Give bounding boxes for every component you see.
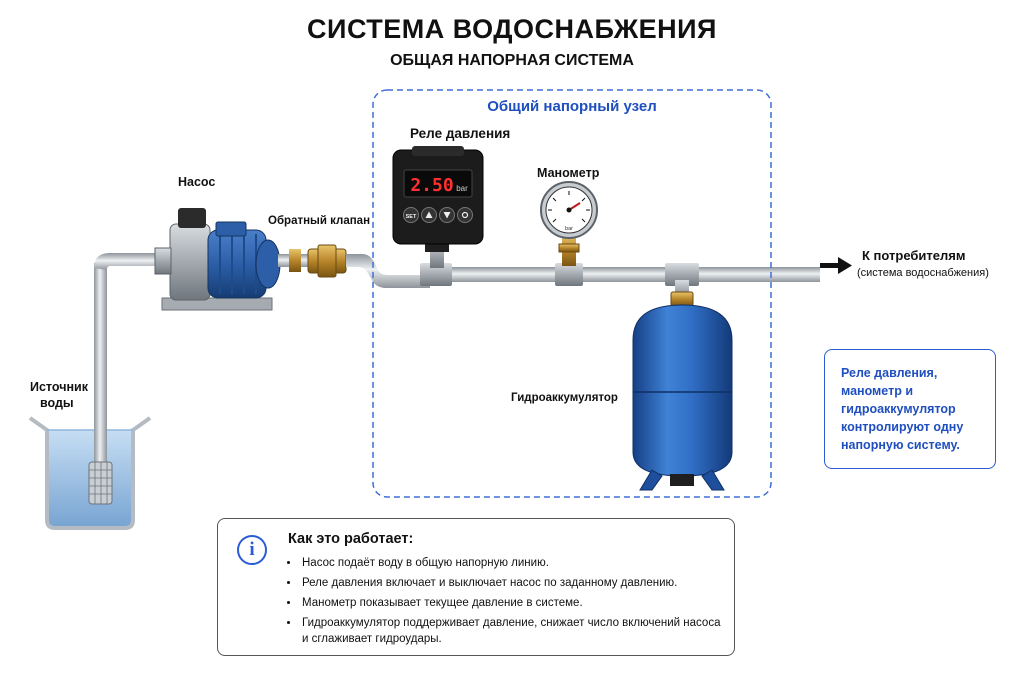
discharge-pipe <box>278 244 430 288</box>
info-item: Насос подаёт воду в общую напорную линию… <box>300 555 730 571</box>
info-item: Манометр показывает текущее давление в с… <box>300 595 730 611</box>
info-list: Насос подаёт воду в общую напорную линию… <box>286 555 730 651</box>
arrow-right-icon <box>820 257 852 274</box>
pressure-relay: 2.50 bar SET <box>392 146 484 268</box>
info-panel: i Как это работает: Насос подаёт воду в … <box>217 518 735 656</box>
pressure-node-outline <box>372 89 772 498</box>
main-pressure-line <box>420 263 820 286</box>
info-icon: i <box>237 535 267 565</box>
arrow-down-icon <box>443 212 451 219</box>
info-item: Гидроаккумулятор поддерживает давление, … <box>300 615 730 647</box>
water-source-label-line1: Источник <box>30 380 88 394</box>
water-source-label-line2: воды <box>40 396 74 410</box>
relay-display-unit: bar <box>456 184 468 193</box>
consumers-sublabel: (система водоснабжения) <box>857 267 989 279</box>
manometer-unit: bar <box>565 226 573 232</box>
hydro-accumulator <box>632 280 733 491</box>
relay-power-button <box>457 207 473 223</box>
info-item: Реле давления включает и выключает насос… <box>300 575 730 591</box>
relay-set-button-label: SET <box>406 214 417 220</box>
arrow-up-icon <box>425 211 433 218</box>
consumers-label: К потребителям <box>862 248 966 263</box>
suction-pipe <box>88 253 165 505</box>
pump <box>154 208 281 311</box>
page-subtitle: ОБЩАЯ НАПОРНАЯ СИСТЕМА <box>390 52 634 69</box>
manometer-label: Манометр <box>537 166 600 180</box>
power-icon <box>461 211 469 219</box>
pressure-node-title: Общий напорный узел <box>487 98 657 115</box>
pressure-relay-label: Реле давления <box>410 126 511 141</box>
info-title: Как это работает: <box>288 531 414 547</box>
accumulator-label: Гидроаккумулятор <box>511 392 618 404</box>
relay-display-value: 2.50 <box>410 175 453 196</box>
pump-label: Насос <box>178 175 216 189</box>
manometer: bar <box>540 181 598 266</box>
note-text: Реле давления, манометр и гидроаккумулят… <box>841 366 964 452</box>
note-box: Реле давления, манометр и гидроаккумулят… <box>824 349 996 469</box>
check-valve-label: Обратный клапан <box>268 215 371 227</box>
check-valve <box>307 244 347 278</box>
page-title: СИСТЕМА ВОДОСНАБЖЕНИЯ <box>307 14 717 44</box>
